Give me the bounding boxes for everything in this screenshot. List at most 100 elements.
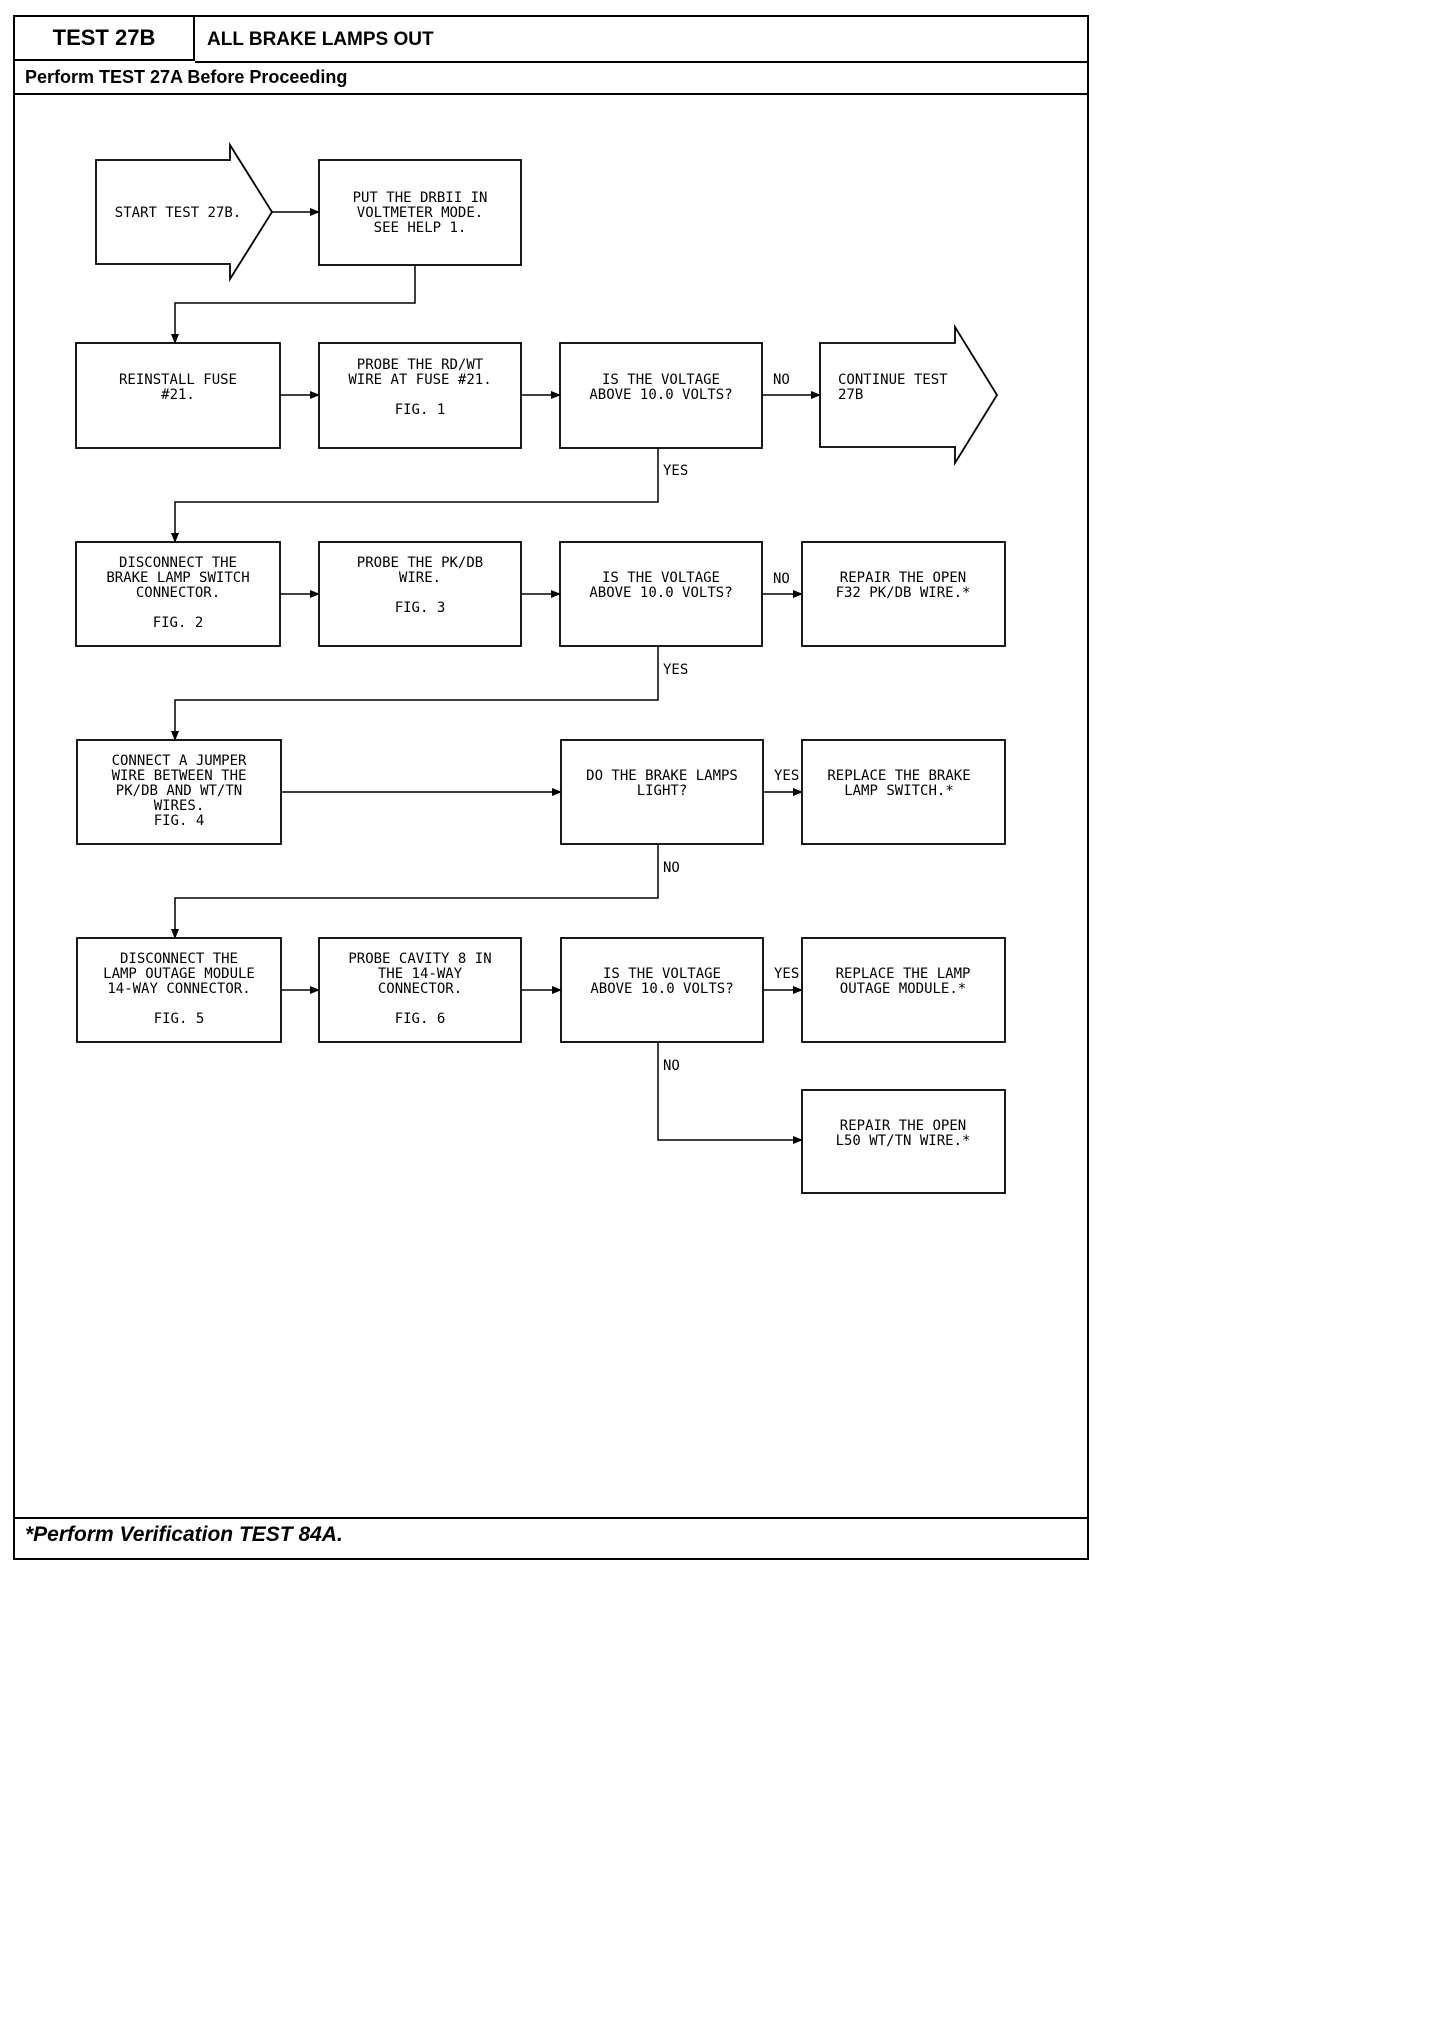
disconnect-switch-text-line: CONNECTOR. (136, 585, 220, 601)
replace-switch-box (801, 739, 1006, 845)
disconnect-switch-text-line: FIG. 2 (153, 615, 204, 631)
start-text-line: START TEST 27B. (115, 205, 241, 221)
disconnect-module-text-line: LAMP OUTAGE MODULE (103, 966, 255, 982)
disconnect-switch-text-line: DISCONNECT THE (119, 555, 237, 571)
label-decision2-yes: YES (663, 662, 688, 678)
reinstall-fuse-text: REINSTALL FUSE#21. (119, 372, 237, 403)
probe-cavity-text-line: PROBE CAVITY 8 IN (348, 951, 491, 967)
reinstall-fuse-text-line: #21. (161, 387, 195, 403)
label-decision1-no: NO (773, 372, 790, 388)
disconnect-switch-text-line: BRAKE LAMP SWITCH (106, 570, 249, 586)
subtitle: Perform TEST 27A Before Proceeding (25, 67, 348, 87)
continue-arrow-shape (819, 323, 999, 467)
label-decision4-yes: YES (774, 966, 799, 982)
subtitle-divider (15, 93, 1087, 95)
test-title: ALL BRAKE LAMPS OUT (207, 29, 434, 50)
jumper-text-line: CONNECT A JUMPER (112, 753, 247, 769)
drb-voltmeter-text-line: PUT THE DRBII IN (353, 190, 488, 206)
start-arrow-shape (95, 141, 274, 283)
replace-module-box (801, 937, 1006, 1043)
continue-text-line: CONTINUE TEST (838, 372, 948, 388)
start-text: START TEST 27B. (115, 205, 241, 221)
jumper-text-line: PK/DB AND WT/TN (116, 783, 242, 799)
decision-4-text-line: ABOVE 10.0 VOLTS? (590, 981, 733, 997)
connector-drb-to-fuse (171, 265, 416, 344)
label-decision3-yes: YES (774, 768, 799, 784)
decision-1-text-line: ABOVE 10.0 VOLTS? (589, 387, 732, 403)
jumper-text-line: WIRE BETWEEN THE (112, 768, 247, 784)
repair-l50-text-line: L50 WT/TN WIRE.* (836, 1133, 971, 1149)
probe-rdwt-text-line: PROBE THE RD/WT (357, 357, 484, 373)
label-decision3-no: NO (663, 860, 680, 876)
probe-pkdb-text-line: WIRE. (399, 570, 441, 586)
probe-rdwt-box (318, 342, 522, 449)
drb-voltmeter-box (318, 159, 522, 266)
continue-text-line: 27B (838, 387, 863, 403)
decision-4-text-line: IS THE VOLTAGE (603, 966, 721, 982)
replace-switch-text-line: REPLACE THE BRAKE (827, 768, 970, 784)
repair-f32-text-line: REPAIR THE OPEN (840, 570, 966, 586)
repair-f32-text-line: F32 PK/DB WIRE.* (836, 585, 971, 601)
decision-1-text-line: IS THE VOLTAGE (602, 372, 720, 388)
jumper-box (76, 739, 282, 845)
reinstall-fuse-text-line: REINSTALL FUSE (119, 372, 237, 388)
probe-pkdb-text-line: FIG. 3 (395, 600, 446, 616)
disconnect-module-box (76, 937, 282, 1043)
header-divider (195, 61, 1087, 63)
label-decision2-no: NO (773, 571, 790, 587)
disconnect-switch-box (75, 541, 281, 647)
decision-1-box (559, 342, 763, 449)
decision-3-box (560, 739, 764, 845)
connector-decision4-no (657, 1042, 803, 1144)
repair-l50-box (801, 1089, 1006, 1194)
decision-2-text-line: ABOVE 10.0 VOLTS? (589, 585, 732, 601)
page-frame: TEST 27B ALL BRAKE LAMPS OUT Perform TES… (13, 15, 1089, 1560)
probe-rdwt-text-line: FIG. 1 (395, 402, 446, 418)
decision-2-text-line: IS THE VOLTAGE (602, 570, 720, 586)
decision-3-text-line: LIGHT? (637, 783, 688, 799)
replace-module-text-line: OUTAGE MODULE.* (840, 981, 966, 997)
probe-cavity-text-line: CONNECTOR. (378, 981, 462, 997)
disconnect-module-text-line: FIG. 5 (154, 1011, 205, 1027)
label-decision4-no: NO (663, 1058, 680, 1074)
label-decision1-yes: YES (663, 463, 688, 479)
decision-3-text-line: DO THE BRAKE LAMPS (586, 768, 738, 784)
probe-rdwt-text-line: WIRE AT FUSE #21. (348, 372, 491, 388)
repair-l50-text-line: REPAIR THE OPEN (840, 1118, 966, 1134)
probe-pkdb-text-line: PROBE THE PK/DB (357, 555, 483, 571)
probe-cavity-box (318, 937, 522, 1043)
drb-voltmeter-text-line: VOLTMETER MODE. (357, 205, 483, 221)
probe-cavity-text-line: FIG. 6 (395, 1011, 446, 1027)
jumper-text-line: WIRES. (154, 798, 205, 814)
replace-switch-text-line: LAMP SWITCH.* (844, 783, 954, 799)
test-id: TEST 27B (15, 17, 195, 61)
footer-divider (15, 1517, 1087, 1519)
repair-f32-box (801, 541, 1006, 647)
disconnect-module-text-line (175, 996, 183, 1012)
flowchart: NO YES NO YES YES NO YES NO START TEST 2… (75, 141, 1006, 1194)
disconnect-module-text-line: 14-WAY CONNECTOR. (107, 981, 250, 997)
connector-decision3-no (171, 844, 659, 939)
probe-pkdb-box (318, 541, 522, 647)
connector-decision1-yes (171, 448, 659, 543)
decision-4-box (560, 937, 764, 1043)
probe-cavity-text-line (416, 996, 424, 1012)
probe-pkdb-text-line (416, 585, 424, 601)
drb-voltmeter-text-line: SEE HELP 1. (374, 220, 467, 236)
probe-rdwt-text-line (416, 387, 424, 403)
replace-module-text-line: REPLACE THE LAMP (836, 966, 971, 982)
disconnect-module-text-line: DISCONNECT THE (120, 951, 238, 967)
